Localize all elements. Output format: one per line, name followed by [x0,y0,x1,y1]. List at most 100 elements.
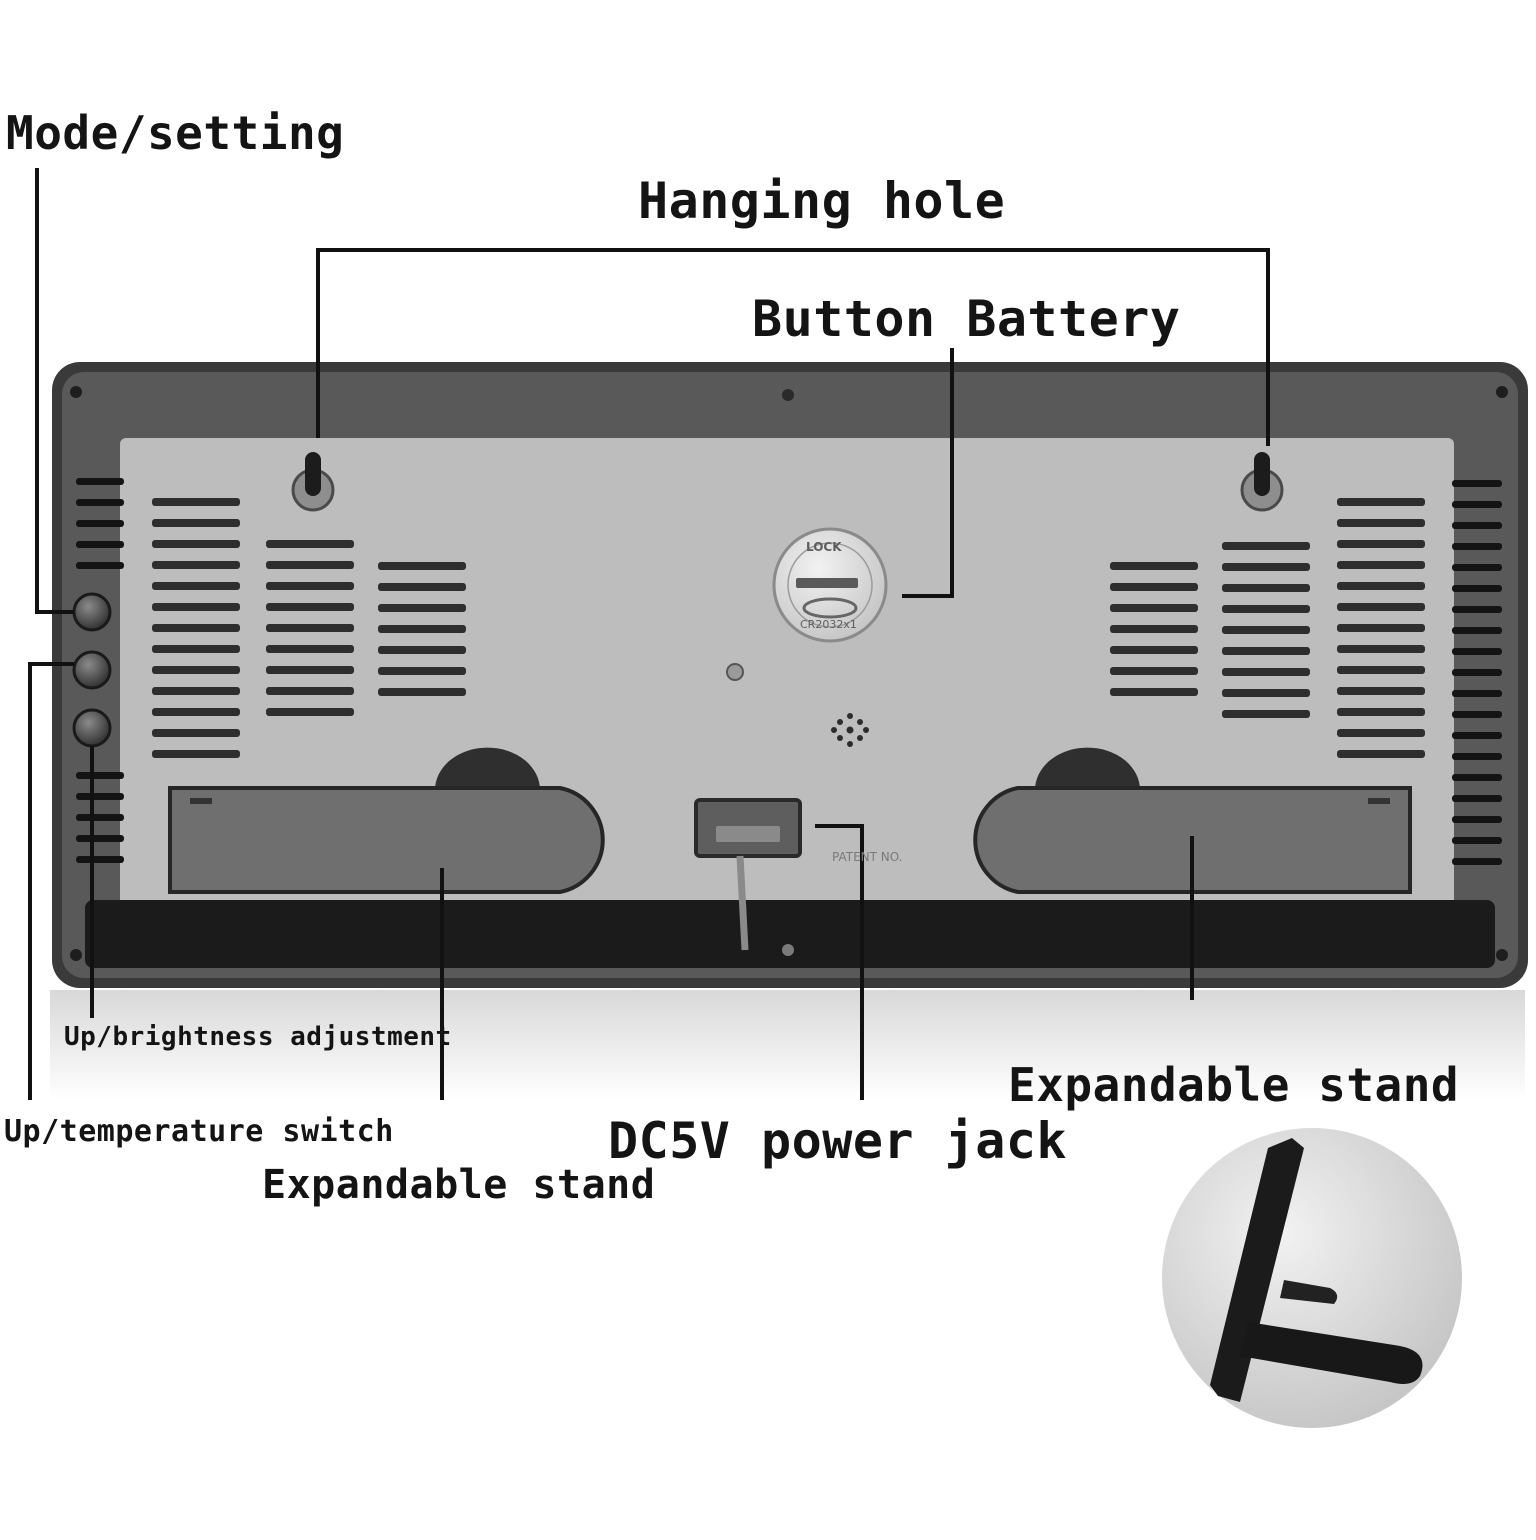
leader-up-temperature [28,662,74,1100]
vent-slot [378,646,466,654]
vent-slot [266,624,354,632]
leader-lines [28,168,1270,1100]
vent-slot [1337,750,1425,758]
vent-slot [1337,729,1425,737]
speaker-holes [831,713,869,747]
vent-slot [1110,604,1198,612]
vent-slot [152,666,240,674]
leader-button-battery [902,348,954,598]
vent-slot [1222,647,1310,655]
side-vent-slot [1452,837,1502,844]
vent-slot [1222,584,1310,592]
vent-slot [266,603,354,611]
side-vent-slot [76,814,124,821]
patent-marking: PATENT NO. [832,850,903,864]
vent-slot [378,688,466,696]
side-vent-slot [1452,816,1502,823]
side-vent-slot [1452,858,1502,865]
vent-slot [1337,498,1425,506]
vent-slot [378,667,466,675]
device-reflection [50,990,1525,1100]
vent-slot [1337,582,1425,590]
vent-slot [1337,666,1425,674]
vent-slot [1222,668,1310,676]
side-vent-slot [76,793,124,800]
vent-slot [1337,519,1425,527]
label-mode-setting: Mode/setting [6,106,345,160]
battery-cover [772,527,888,643]
label-button-battery: Button Battery [752,290,1181,348]
vent-slot [266,666,354,674]
vent-slot [266,540,354,548]
side-vent-slot [1452,795,1502,802]
vent-slot [1110,667,1198,675]
side-vent-slot [1452,585,1502,592]
stand-recess-right [1035,747,1140,790]
mode-setting-button[interactable] [72,592,112,632]
screw [782,389,794,401]
screw [70,949,82,961]
side-vent-slot [76,478,124,485]
vent-slot [266,561,354,569]
vent-slot [1222,710,1310,718]
vent-slot [1337,687,1425,695]
vent-slot [152,519,240,527]
up-temperature-button[interactable] [72,650,112,690]
vent-slot [1222,542,1310,550]
stand-notch [1368,798,1390,804]
side-vent-slot [76,772,124,779]
label-up-temperature: Up/temperature switch [4,1114,394,1149]
side-vent-slot [1452,564,1502,571]
vent-slot [152,729,240,737]
vent-slot [1110,562,1198,570]
expandable-stand-left [168,786,605,894]
bottom-edge [85,900,1495,968]
side-vent-slot [76,835,124,842]
side-vent-slot [76,499,124,506]
leader-mode-setting [35,168,74,614]
hanging-hole-right [1240,452,1284,512]
label-power-jack: DC5V power jack [608,1112,1068,1170]
side-vent-slot [1452,522,1502,529]
vent-slot [1222,563,1310,571]
side-vent-slot [1452,501,1502,508]
vent-slot [1222,689,1310,697]
up-brightness-button[interactable] [72,708,112,748]
side-vent-slot [1452,627,1502,634]
vent-slot [266,708,354,716]
leader-power-jack [815,824,864,1100]
side-vent-slot [1452,543,1502,550]
side-vent-slot [1452,690,1502,697]
side-vents [76,478,1502,865]
side-vent-slot [76,520,124,527]
stand-recess-left [435,747,540,790]
side-vent-slot [1452,648,1502,655]
side-vent-slot [1452,480,1502,487]
side-vent-slot [1452,774,1502,781]
vent-slot [152,645,240,653]
label-expandable-stand-right: Expandable stand [1008,1058,1460,1112]
power-cable [736,855,749,951]
vent-slot [1110,688,1198,696]
vent-slot [152,561,240,569]
stand-notch [190,798,212,804]
side-vent-slot [1452,711,1502,718]
vent-slot [1110,646,1198,654]
vent-slot [378,625,466,633]
vent-slot [1222,605,1310,613]
screw [70,386,82,398]
stand-inset-photo [1162,1128,1462,1428]
vent-slot [152,687,240,695]
vent-slot [152,708,240,716]
vent-slot [378,562,466,570]
vent-slot [266,582,354,590]
vent-slot [152,750,240,758]
side-vent-slot [76,541,124,548]
vent-slot [1222,626,1310,634]
screw [1496,386,1508,398]
vent-slot [378,583,466,591]
vent-slot [152,498,240,506]
side-vent-slot [1452,732,1502,739]
